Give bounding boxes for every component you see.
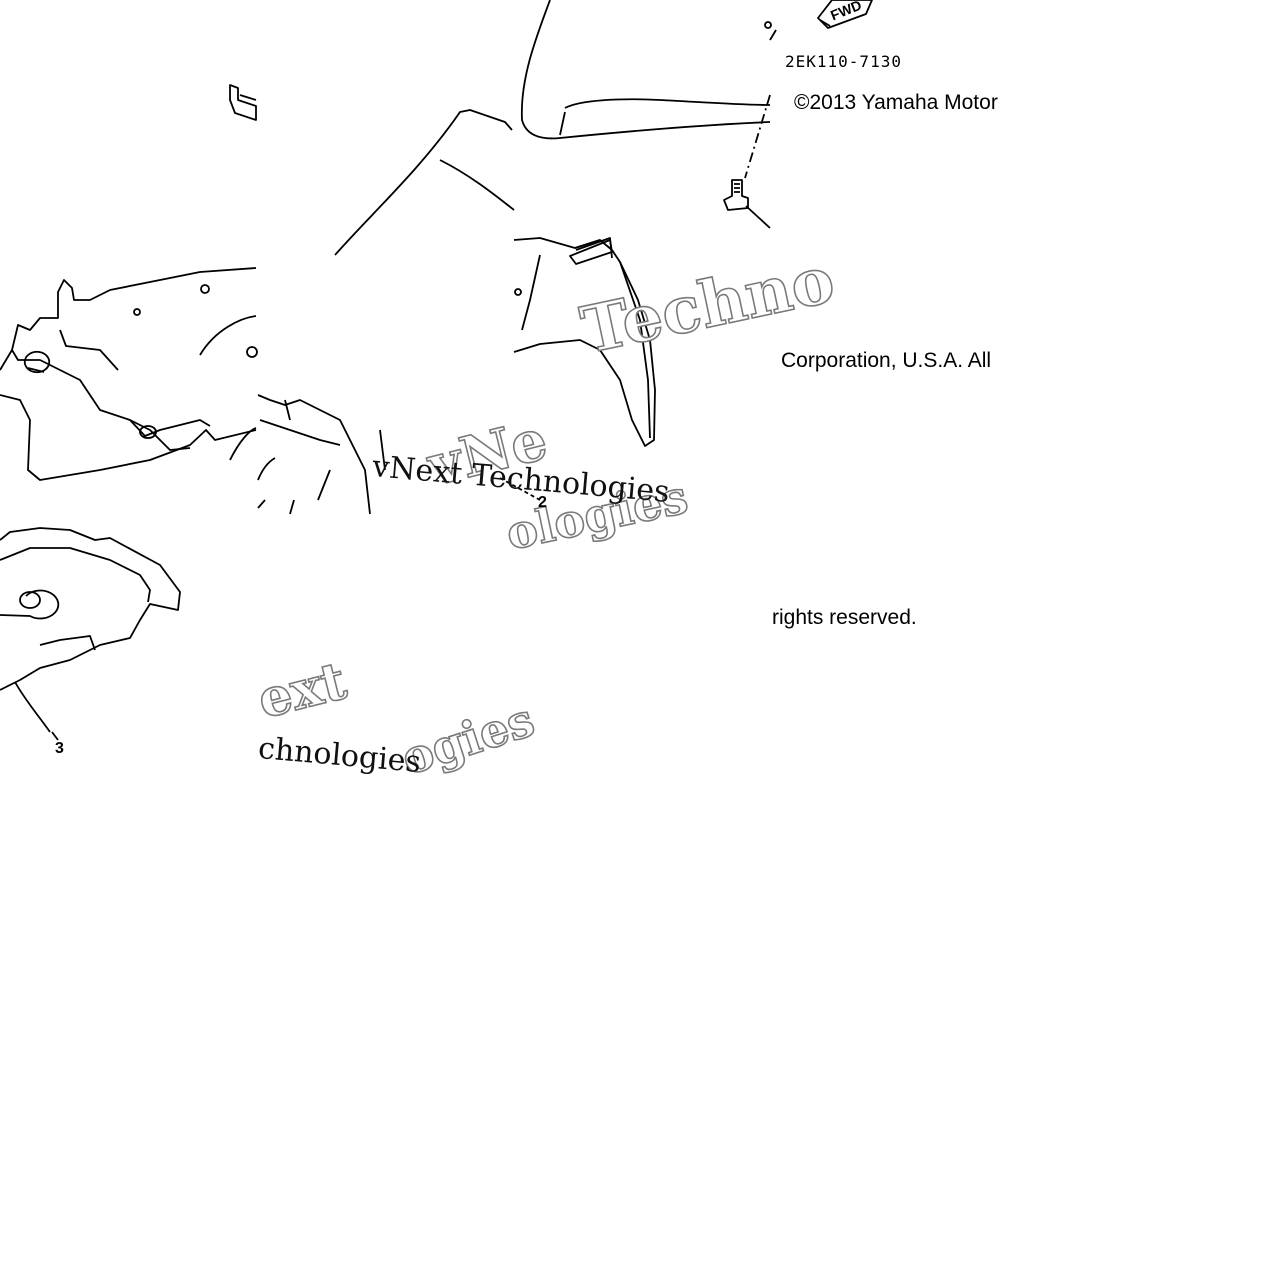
part-code-label: 2EK110-7130 xyxy=(785,52,902,71)
lower-cover-part xyxy=(0,527,181,733)
copyright-line-1: ©2013 Yamaha Motor xyxy=(794,91,998,114)
leader-lines xyxy=(51,94,771,741)
rear-fender-part xyxy=(0,267,258,481)
fwd-marker-small xyxy=(569,239,613,265)
fwd-direction-arrow xyxy=(817,0,873,29)
copyright-line-2: Corporation, U.S.A. All xyxy=(781,349,992,372)
callout-3: 3 xyxy=(55,740,64,757)
callout-2: 2 xyxy=(538,494,547,511)
leg-shield-part xyxy=(257,109,515,515)
copyright-line-3: rights reserved. xyxy=(772,606,917,629)
front-cowl-part xyxy=(520,0,777,140)
top-bracket-part xyxy=(229,84,257,121)
bolt-part xyxy=(723,179,749,211)
